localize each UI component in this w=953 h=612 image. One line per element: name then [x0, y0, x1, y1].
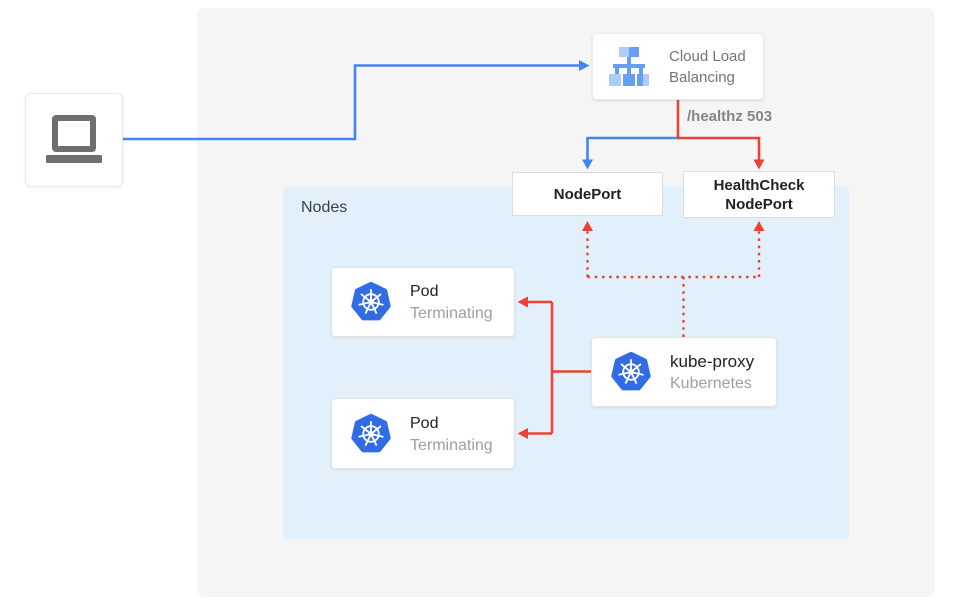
- client-to-loadbalancer-arrowhead: [579, 60, 590, 71]
- nodes-region-label: Nodes: [301, 199, 348, 216]
- kube-proxy-subtitle: Kubernetes: [670, 375, 752, 392]
- loadbalancer-to-healthcheck-connector: [676, 100, 761, 160]
- client-node: [25, 93, 123, 187]
- loadbalancer-to-nodeport-arrowhead: [582, 159, 593, 170]
- kubeproxy-to-pods-connector: [528, 300, 591, 435]
- dotted-to-healthcheck-arrowhead: [753, 221, 765, 231]
- cloud-load-balancing-node: Cloud Load Balancing: [592, 33, 764, 100]
- pod-status: Terminating: [410, 305, 493, 322]
- healthcheck-nodeport-label-line1: HealthCheck: [713, 176, 805, 194]
- loadbalancer-to-healthcheck-arrowhead: [753, 159, 765, 170]
- healthcheck-nodeport-node: HealthCheck NodePort: [683, 171, 835, 218]
- client-to-loadbalancer-connector: [123, 64, 579, 141]
- pod-text: Pod Terminating: [410, 280, 493, 324]
- pod-title: Pod: [410, 414, 439, 432]
- kubeproxy-to-pod1-arrowhead: [517, 296, 528, 308]
- dotted-to-nodeport-arrowhead: [582, 221, 593, 231]
- pod-node-2: Pod Terminating: [331, 398, 515, 469]
- nodeport-node: NodePort: [512, 172, 663, 216]
- cloud-load-balancing-icon: [609, 46, 649, 86]
- pod-title: Pod: [410, 283, 439, 300]
- cloud-load-balancing-label: Cloud Load Balancing: [669, 47, 746, 86]
- kubeproxy-to-pod2-arrowhead: [517, 428, 528, 439]
- kubernetes-icon: [611, 351, 651, 391]
- loadbalancer-to-nodeport-connector: [586, 136, 680, 160]
- kubernetes-icon: [351, 413, 391, 452]
- kube-proxy-node: kube-proxy Kubernetes: [591, 337, 777, 407]
- pod-status: Terminating: [410, 436, 493, 454]
- laptop-icon: [46, 115, 102, 163]
- kube-proxy-text: kube-proxy Kubernetes: [670, 350, 754, 394]
- kube-proxy-title: kube-proxy: [670, 352, 755, 371]
- kubernetes-icon: [351, 281, 391, 321]
- healthz-status-label: /healthz 503: [687, 108, 773, 125]
- pod-node-1: Pod Terminating: [331, 267, 515, 337]
- healthcheck-nodeport-label-line2: NodePort: [725, 195, 793, 213]
- nodeport-label: NodePort: [553, 185, 622, 203]
- pod-text: Pod Terminating: [410, 412, 493, 456]
- kubeproxy-to-nodeports-dotted-connector: [586, 231, 761, 337]
